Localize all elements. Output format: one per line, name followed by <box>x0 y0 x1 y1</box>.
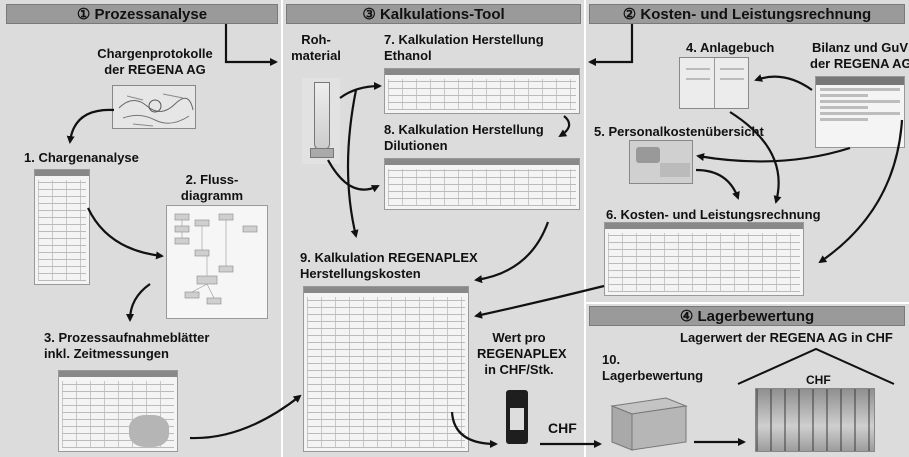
arrow-bilanz-to-personal <box>696 146 851 163</box>
sketch-lines <box>118 93 194 127</box>
label-lagerwert: Lagerwert der REGENA AG in CHF <box>680 330 893 345</box>
flussdiagramm-document <box>166 205 268 319</box>
cardboard-box-image <box>608 392 690 452</box>
flowchart-boxes <box>174 213 258 305</box>
box-shape <box>610 397 688 451</box>
label-prozessaufnahme: 3. Prozessaufnahmeblätter inkl. Zeitmess… <box>44 330 210 361</box>
arrow-chargenanalyse-to-fluss <box>87 207 164 260</box>
arrow-prozessaufnahme-to-regenaplex <box>189 394 302 440</box>
arrow-fluss-to-prozessaufnahme <box>126 283 151 322</box>
header-lagerbewertung: ④ Lagerbewertung <box>589 306 905 326</box>
arrow-ethanol-to-dilutionen <box>558 115 571 138</box>
label-lagerbewertung: 10. Lagerbewertung <box>602 352 704 383</box>
label-rohmaterial: Roh- material <box>291 32 341 63</box>
arrow-protokolle-to-chargenanalyse <box>66 108 115 144</box>
label-anlagebuch: 4. Anlagebuch <box>686 40 775 55</box>
label-bilanz-guv: Bilanz und GuV der REGENA AG <box>810 40 909 71</box>
chargenprotokoll-sketch-image <box>112 85 196 129</box>
prozessaufnahme-document <box>58 370 178 452</box>
divider-lager <box>586 302 909 304</box>
header-kosten-leistung: ② Kosten- und Leistungsrechnung <box>589 4 905 24</box>
dilutionen-calculation-document <box>384 158 580 210</box>
measuring-cylinder-image <box>302 78 340 164</box>
warehouse-image <box>755 388 875 452</box>
chargenanalyse-document <box>34 169 90 285</box>
arrow-kostenleistung-to-regenaplex <box>474 284 605 319</box>
arrow-cylinder-to-regenaplex <box>346 89 359 238</box>
label-personalkosten: 5. Personalkostenübersicht <box>594 124 764 139</box>
arrow-cylinder-to-ethanol <box>339 82 382 99</box>
anlagebuch-book-image <box>679 57 749 109</box>
personalkosten-image <box>629 140 693 184</box>
arrow-prozess-to-tool <box>224 24 278 66</box>
arrow-cylinder-to-dilutionen <box>327 159 380 193</box>
ethanol-calculation-document <box>384 68 580 114</box>
arrow-personal-to-kostenleistung <box>695 168 740 200</box>
bilanz-document <box>815 76 905 148</box>
label-chargenanalyse: 1. Chargenanalyse <box>24 150 139 165</box>
label-regenaplex: 9. Kalkulation REGENAPLEX Herstellungsko… <box>300 250 478 281</box>
label-flussdiagramm: 2. Fluss- diagramm <box>180 172 244 203</box>
arrow-bilanz-to-anlagebuch <box>754 74 813 91</box>
regenaplex-calculation-document <box>303 286 469 452</box>
label-chf-bottle: CHF <box>548 420 577 436</box>
label-chf-house: CHF <box>806 373 831 387</box>
label-chargenprotokolle: Chargenprotokolle der REGENA AG <box>97 46 213 77</box>
divider-left <box>281 0 283 457</box>
arrow-anlagebuch-to-kostenleistung <box>729 111 782 204</box>
hand-photo <box>129 415 169 447</box>
arrow-kosten-to-tool <box>588 24 634 66</box>
arrow-dilutionen-to-regenaplex <box>474 221 550 284</box>
kosten-leistungsrechnung-document <box>604 222 804 296</box>
warehouse-roof <box>737 347 895 385</box>
label-kosten-leistungsrechnung: 6. Kosten- und Leistungsrechnung <box>606 207 821 222</box>
regenaplex-bottle-image <box>506 390 528 444</box>
divider-right <box>584 0 586 457</box>
label-ethanol: 7. Kalkulation Herstellung Ethanol <box>384 32 544 63</box>
label-dilutionen: 8. Kalkulation Herstellung Dilutionen <box>384 122 544 153</box>
label-wert-pro: Wert pro REGENAPLEX in CHF/Stk. <box>477 330 567 377</box>
arrow-regenaplex-to-bottle <box>450 411 498 448</box>
header-kalkulations-tool: ③ Kalkulations-Tool <box>286 4 581 24</box>
arrow-bilanz-to-lager <box>818 119 904 264</box>
header-prozessanalyse: ① Prozessanalyse <box>6 4 278 24</box>
